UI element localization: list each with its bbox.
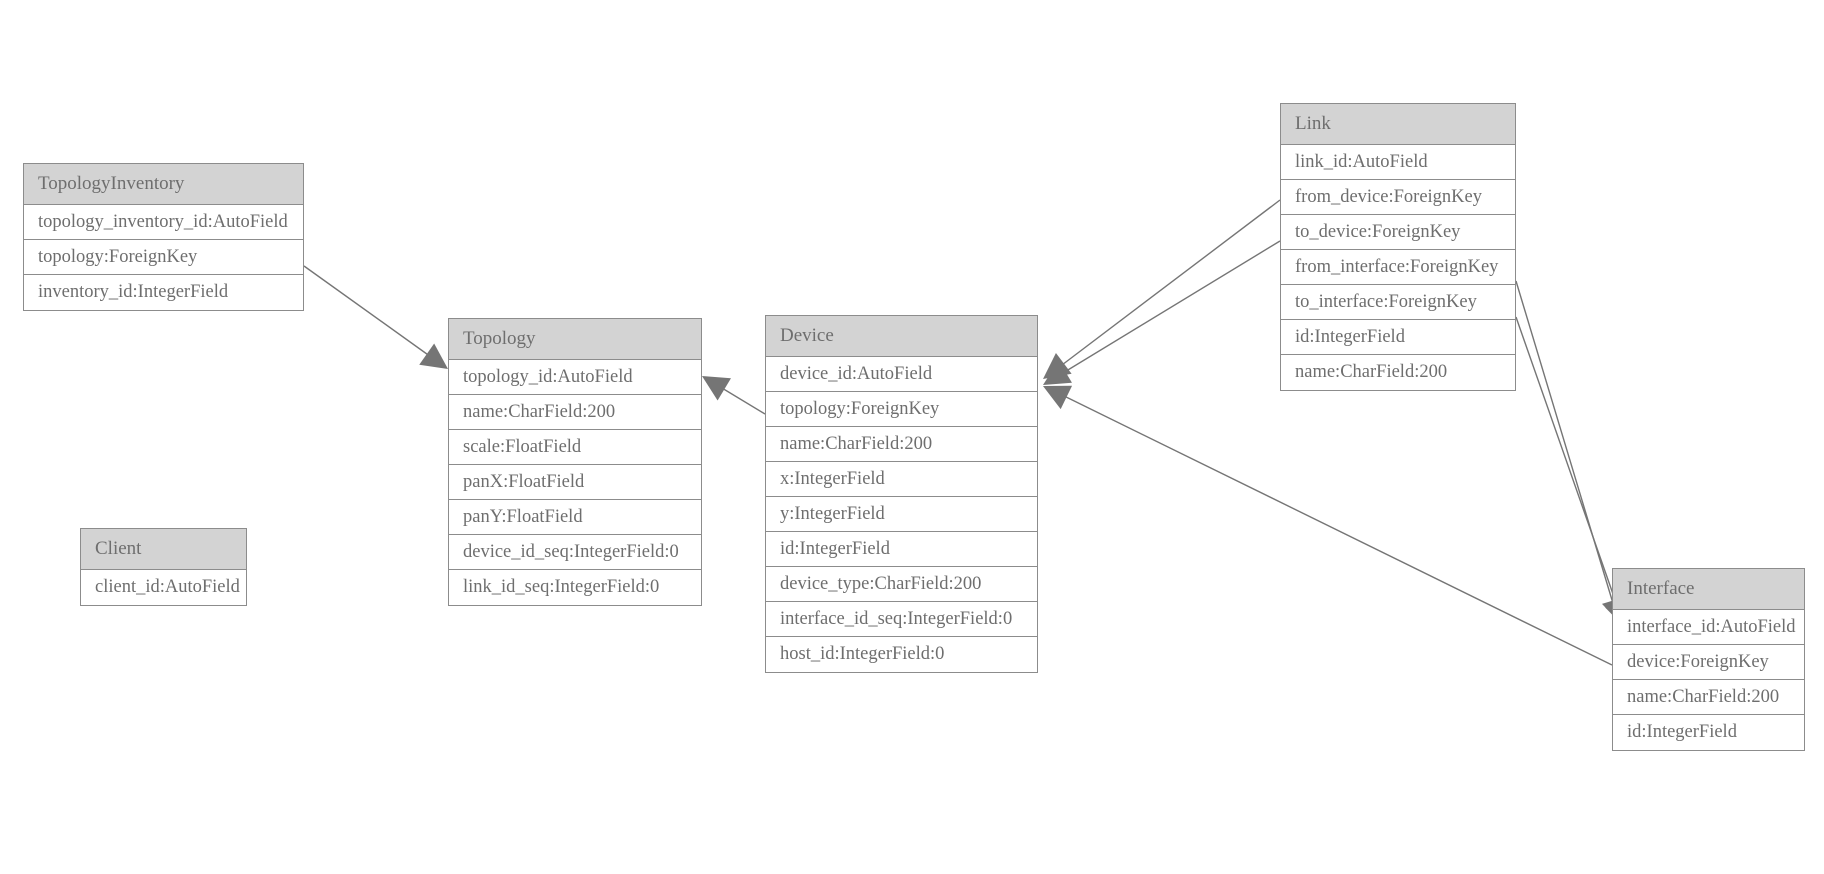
- relationship-rel-topologyinventory-topology: [303, 265, 448, 369]
- field-row[interactable]: id:IntegerField: [766, 532, 1037, 567]
- field-row[interactable]: topology_id:AutoField: [449, 360, 701, 395]
- field-row[interactable]: topology_inventory_id:AutoField: [24, 205, 303, 240]
- field-row[interactable]: x:IntegerField: [766, 462, 1037, 497]
- entity-header-interface: Interface: [1613, 569, 1804, 610]
- relationship-line: [1515, 280, 1616, 611]
- relationship-rel-link-fromdevice: [1043, 199, 1281, 379]
- entity-header-device: Device: [766, 316, 1037, 357]
- field-row[interactable]: topology:ForeignKey: [766, 392, 1037, 427]
- relationship-arrowhead: [1043, 360, 1072, 385]
- field-row[interactable]: from_interface:ForeignKey: [1281, 250, 1515, 285]
- entity-header-topology: Topology: [449, 319, 701, 360]
- entity-header-topology-inventory: TopologyInventory: [24, 164, 303, 205]
- field-row[interactable]: link_id_seq:IntegerField:0: [449, 570, 701, 605]
- field-row[interactable]: device_id_seq:IntegerField:0: [449, 535, 701, 570]
- field-row[interactable]: scale:FloatField: [449, 430, 701, 465]
- field-row[interactable]: link_id:AutoField: [1281, 145, 1515, 180]
- relationship-line: [1515, 316, 1621, 615]
- field-row[interactable]: id:IntegerField: [1613, 715, 1804, 750]
- field-row[interactable]: name:CharField:200: [1281, 355, 1515, 390]
- relationship-rel-interface-device: [1043, 385, 1613, 666]
- field-row[interactable]: panX:FloatField: [449, 465, 701, 500]
- relationship-arrowhead: [1043, 385, 1073, 410]
- field-row[interactable]: interface_id_seq:IntegerField:0: [766, 602, 1037, 637]
- relationship-rel-link-todevice: [1043, 240, 1281, 385]
- field-row[interactable]: device_type:CharField:200: [766, 567, 1037, 602]
- relationship-line: [711, 381, 766, 415]
- field-row[interactable]: interface_id:AutoField: [1613, 610, 1804, 645]
- field-row[interactable]: name:CharField:200: [766, 427, 1037, 462]
- relationship-line: [1057, 392, 1613, 666]
- field-row[interactable]: to_device:ForeignKey: [1281, 215, 1515, 250]
- field-row[interactable]: name:CharField:200: [449, 395, 701, 430]
- entity-header-client: Client: [81, 529, 246, 570]
- relationship-line: [303, 265, 439, 363]
- field-row[interactable]: device_id:AutoField: [766, 357, 1037, 392]
- field-row[interactable]: client_id:AutoField: [81, 570, 246, 605]
- field-row[interactable]: host_id:IntegerField:0: [766, 637, 1037, 672]
- relationship-rel-device-topology: [702, 376, 766, 415]
- field-row[interactable]: name:CharField:200: [1613, 680, 1804, 715]
- field-row[interactable]: device:ForeignKey: [1613, 645, 1804, 680]
- field-row[interactable]: topology:ForeignKey: [24, 240, 303, 275]
- field-row[interactable]: y:IntegerField: [766, 497, 1037, 532]
- entity-field-list-client: client_id:AutoField: [81, 570, 246, 605]
- relationship-line: [1057, 199, 1281, 369]
- field-row[interactable]: panY:FloatField: [449, 500, 701, 535]
- field-row[interactable]: inventory_id:IntegerField: [24, 275, 303, 310]
- entity-header-link: Link: [1281, 104, 1515, 145]
- relationship-arrowhead: [1043, 352, 1072, 379]
- field-row[interactable]: to_interface:ForeignKey: [1281, 285, 1515, 320]
- field-row[interactable]: id:IntegerField: [1281, 320, 1515, 355]
- field-row[interactable]: from_device:ForeignKey: [1281, 180, 1515, 215]
- relationship-line: [1057, 240, 1281, 377]
